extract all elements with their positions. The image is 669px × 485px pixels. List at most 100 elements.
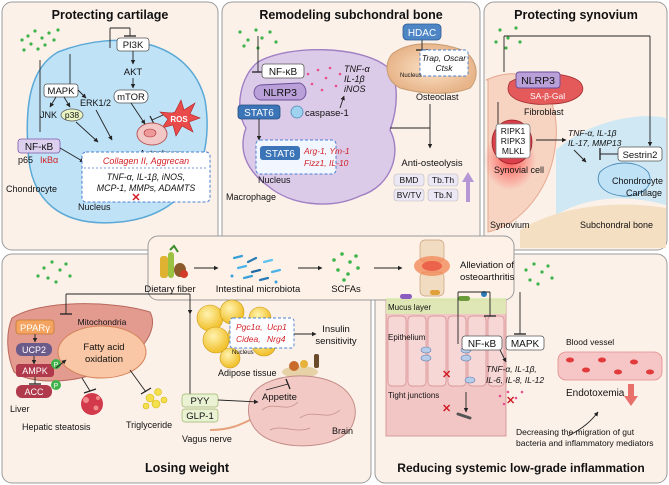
nlrp3-box-bone (253, 82, 307, 101)
svg-text:✕: ✕ (442, 369, 451, 381)
p-label-ampk: P (54, 362, 59, 369)
cyto-line1-infl: TNF-α, IL-1β, (486, 364, 537, 374)
fiber-label: Dietary fiber (144, 284, 195, 295)
mucus-label: Mucus layer (388, 303, 431, 312)
p-label-acc: P (54, 383, 59, 390)
mapk-box-infl (505, 335, 545, 351)
mucus-layer (386, 298, 506, 314)
glp1-label: GLP-1 (186, 411, 213, 422)
fibroblast-label: Fibroblast (524, 107, 564, 117)
ampk-label: AMPK (22, 366, 48, 376)
tbn-label: Tb.N (434, 190, 452, 200)
brain-label: Brain (332, 426, 353, 436)
cartilage-syn-label: Cartilage (626, 188, 662, 198)
nucleus-label-bone: Nucleus (258, 175, 291, 185)
ppar-label: PPARγ (20, 323, 50, 334)
title-bone: Remodeling subchondral bone (259, 8, 442, 22)
steatosis-label: Hepatic steatosis (22, 422, 91, 432)
microbiota-label: Intestinal microbiota (216, 284, 301, 295)
chondrocyte-syn-label: Chondrocyte (612, 176, 663, 186)
epithelium-label: Epithelium (388, 333, 426, 342)
tbn-box (427, 188, 459, 202)
fao-line1: Fatty acid (83, 342, 124, 353)
nfkb-box (17, 138, 61, 154)
caspase-icon (290, 105, 304, 119)
ros-label: ROS (170, 115, 188, 124)
nucleus-label-cartilage: Nucleus (78, 202, 111, 212)
scfa-dots-synovium (494, 26, 522, 50)
ripk1-label: RIPK1 (501, 126, 526, 136)
nlrp3-box-syn (515, 71, 561, 89)
subchondral-label: Subchondral bone (580, 220, 653, 230)
akt-label: AKT (124, 67, 143, 78)
knee-joint-icon (414, 239, 450, 297)
vagus-label: Vagus nerve (182, 434, 232, 444)
nfkb-label-infl: NF-κB (468, 339, 497, 350)
pyy-box (181, 393, 219, 408)
blood-cells (566, 357, 654, 375)
p-badge-acc (51, 380, 61, 390)
synovial-cell-label: Synovial cell (494, 165, 544, 175)
cyto-line2-syn: IL-17, MMP13 (568, 138, 622, 148)
jnk-label: JNK (40, 110, 57, 120)
bvtv-box (393, 188, 425, 202)
ripk-box (495, 123, 531, 159)
cytokine2-bone: IL-1β (344, 74, 365, 84)
nfkb-box-infl (461, 335, 503, 351)
nlrp3-label-syn: NLRP3 (521, 75, 555, 87)
genes-line2-cartilage: MCP-1, MMPs, ADAMTS (97, 183, 196, 193)
tbth-label: Tb.Th (432, 175, 454, 185)
title-cartilage: Protecting cartilage (52, 8, 169, 22)
nfkb-label: NF-κB (25, 142, 54, 153)
decrease-line2: bacteria and inflammatory mediators (516, 438, 653, 448)
red-x-marks: ✕✕✕ (442, 369, 515, 415)
nfkb-box-bone (261, 63, 305, 79)
down-arrow-icon (624, 384, 638, 406)
ampk-box (16, 364, 54, 377)
sagal-label: SA-β-Gal (530, 91, 565, 101)
tbth-box (427, 173, 459, 187)
nfkb-label-bone: NF-κB (269, 67, 298, 78)
svg-text:✕: ✕ (506, 395, 515, 407)
hdac-label: HDAC (408, 28, 436, 39)
triglyceride-icon (142, 388, 168, 410)
nucleus-adipose (229, 317, 295, 349)
genes-line1-cartilage: TNF-α, IL-1β, iNOS, (107, 172, 185, 182)
mlkl-label: MLKL (502, 146, 524, 156)
bmd-box (393, 173, 425, 187)
insulin-line2: sensitivity (315, 336, 356, 347)
mtor-label: mTOR (117, 92, 145, 103)
stat6-nuc-label: STAT6 (265, 149, 295, 160)
genes-line2-bone: Fizz1, IL-10 (304, 158, 349, 168)
scfa-dots-inflammation (524, 262, 554, 286)
adipose-label: Adipose tissue (218, 368, 277, 378)
chondrocyte-label: Chondrocyte (6, 184, 57, 194)
endotoxemia-label: Endotoxemia (566, 388, 625, 399)
nrg4-label: Nrg4 (267, 334, 286, 344)
ucp2-box (16, 343, 52, 356)
steatosis-icon (81, 393, 103, 415)
tight-junctions-label: Tight junctions (388, 391, 439, 400)
genes-red-cartilage: Collagen II, Aggrecan (103, 156, 189, 166)
appetite-label: Appetite (262, 392, 297, 403)
mitochondria-icon (57, 325, 147, 379)
caspase-label: caspase-1 (305, 108, 349, 119)
trap-label: Trap, Oscar (422, 53, 467, 63)
p38-label: p38 (65, 110, 79, 120)
synovium-label: Synovium (490, 220, 530, 230)
fao-line2: oxidation (85, 354, 123, 365)
glp1-box (181, 408, 219, 423)
cidea-label: Cidea, (236, 334, 261, 344)
pi3k-label: PI3K (123, 40, 144, 51)
food-icon (282, 354, 319, 378)
blood-vessel-label: Blood vessel (566, 337, 614, 347)
mito-label: Mitochondria (78, 317, 127, 327)
sestrin-label: Sestrin2 (623, 150, 658, 161)
genes-line1-bone: Arg-1, Ym-1 (303, 146, 350, 156)
mapk-label: MAPK (48, 86, 76, 97)
cyto-line2-infl: IL-6, IL-8, IL-12 (486, 375, 544, 385)
alleviation-line2: osteoarthritis (460, 272, 515, 283)
epithelial-cells (387, 315, 505, 387)
title-weight: Losing weight (145, 461, 230, 475)
triglyceride-label: Triglyceride (126, 420, 172, 430)
